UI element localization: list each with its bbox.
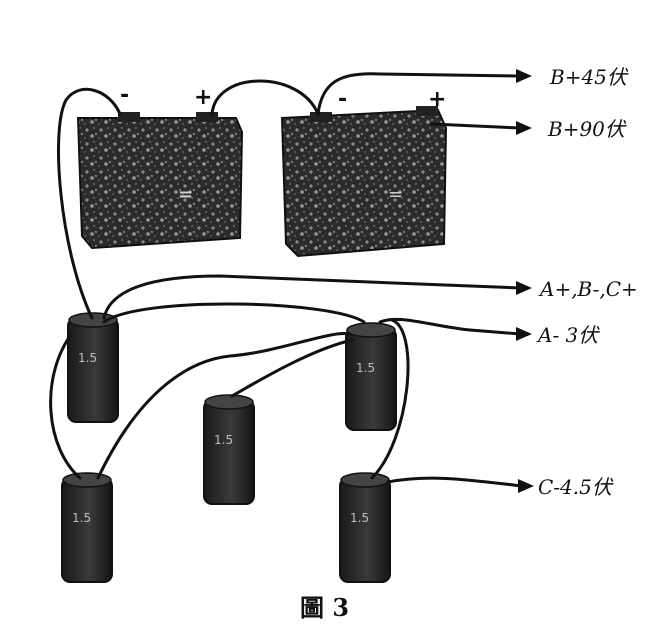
wire-cell2-to-cell3	[230, 338, 354, 398]
cell-5: 1.5	[339, 472, 391, 583]
wire-b-plus-90	[430, 122, 522, 130]
arrowheads	[516, 69, 534, 493]
wire-a-minus	[378, 317, 522, 336]
battery-b1: =	[76, 112, 244, 250]
wire-cell3-to-cell5	[370, 318, 410, 480]
cell-4-mark: 1.5	[72, 511, 91, 525]
wire-cell1-to-cell3	[102, 302, 366, 324]
wire-b1-minus-to-cell1	[56, 87, 122, 320]
battery-b2: =	[280, 106, 448, 258]
label-b-plus-45: B+45伏	[549, 65, 629, 89]
arrowhead-a-plus	[516, 281, 532, 295]
battery-b2-minus-sign: -	[338, 87, 347, 112]
wire-b-plus-45	[316, 72, 522, 116]
arrowhead-b90	[516, 121, 532, 135]
cell-2-mark: 1.5	[214, 433, 233, 447]
label-b-plus-90: B+90伏	[547, 117, 627, 141]
battery-b1-plus-sign: +	[194, 85, 212, 110]
wire-c-minus	[386, 476, 524, 488]
cell-3: 1.5	[345, 322, 397, 431]
label-a-plus-b-minus-c-plus: A+,B-,C+	[538, 277, 638, 301]
wire-cell4-to-cell3	[96, 332, 352, 480]
battery-b1-minus-sign: -	[120, 83, 129, 108]
battery-b2-plus-sign: +	[428, 87, 446, 112]
wire-b1-plus-to-b2-minus	[210, 79, 320, 116]
cell-5-mark: 1.5	[350, 511, 369, 525]
cell-3-mark: 1.5	[356, 361, 375, 375]
arrowhead-b45	[516, 69, 532, 83]
arrowhead-c-minus	[518, 479, 534, 493]
battery-b1-mark: =	[178, 184, 193, 205]
wires	[49, 72, 524, 488]
cell-2: 1.5	[203, 394, 255, 505]
arrowhead-a-minus	[516, 327, 532, 341]
cell-1: 1.5	[67, 312, 119, 423]
wire-a-plus	[102, 274, 522, 320]
wire-cell1-to-cell4	[49, 334, 82, 480]
cell-1-mark: 1.5	[78, 351, 97, 365]
label-c-minus-45: C-4.5伏	[538, 475, 614, 499]
cell-4: 1.5	[61, 472, 113, 583]
battery-b2-mark: =	[388, 184, 403, 205]
label-a-minus-3: A- 3伏	[536, 323, 600, 347]
figure-caption: 圖 3	[300, 593, 349, 622]
